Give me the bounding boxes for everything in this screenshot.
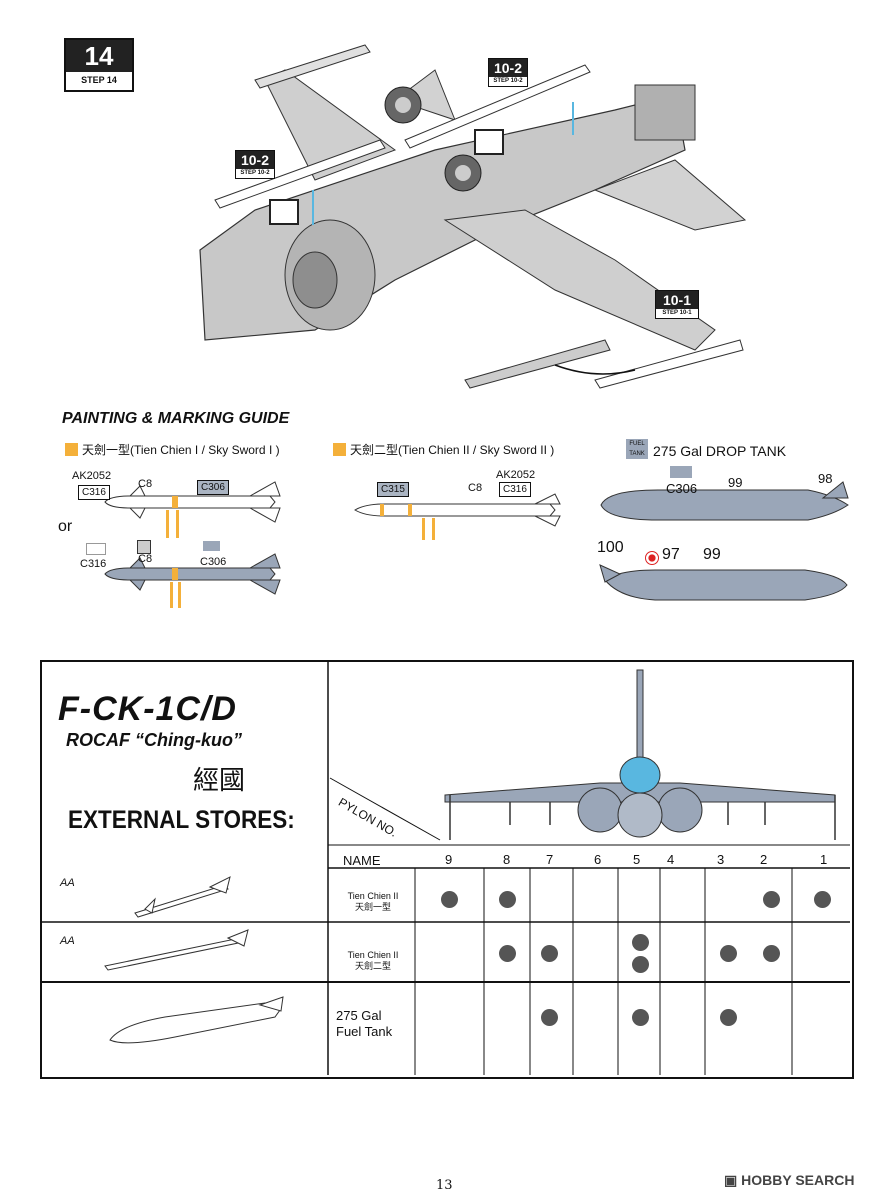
page-number: 13 [436, 1178, 453, 1193]
load-dot [541, 945, 558, 962]
row-name-fuel-tank: 275 Gal Fuel Tank [336, 1008, 392, 1040]
pylon-8-header: 8 [503, 852, 511, 867]
missile-profile-tc1-b [104, 553, 281, 608]
step-number: 14 [66, 40, 132, 72]
row-store-icon-tc2 [104, 929, 249, 971]
label-c8: C8 [468, 482, 483, 494]
callout-number: 10-2 [236, 151, 274, 169]
watermark-logo-icon: ▣ [724, 1172, 742, 1188]
legend-label: 天劍一型(Tien Chien I / Sky Sword I ) [82, 443, 280, 457]
load-dot [499, 891, 516, 908]
row-tag: AA [60, 877, 75, 889]
step-badge: 14 STEP 14 [64, 38, 134, 92]
stores-title: F-CK-1C/D [58, 690, 237, 728]
missile-profile-tc1-a [104, 481, 281, 538]
legend-tien-chien-1: 天劍一型(Tien Chien I / Sky Sword I ) [65, 441, 280, 458]
label-c316: C316 [80, 558, 107, 570]
label-c8: C8 [138, 478, 153, 490]
table-grid-lines [40, 660, 850, 1075]
watermark: ▣ HOBBY SEARCH [724, 1172, 854, 1189]
external-stores-table [40, 660, 854, 1079]
stores-heading: EXTERNAL STORES: [68, 806, 295, 834]
drop-tank-profile-top [600, 481, 849, 521]
callout-sub: STEP 10-2 [493, 78, 523, 84]
label-c316: C316 [78, 485, 110, 500]
load-dot [814, 891, 831, 908]
row-tag: AA [60, 935, 75, 947]
pylon-1-header: 1 [820, 852, 828, 867]
load-dot [441, 891, 458, 908]
legend-label: 天劍二型(Tien Chien II / Sky Sword II ) [350, 443, 555, 457]
callout-step-10-2-left: 10-2 STEP 10-2 [235, 150, 275, 179]
painting-guide-title: PAINTING & MARKING GUIDE [62, 410, 290, 427]
load-dot [763, 945, 780, 962]
row-name-line1: Tien Chien II [347, 950, 399, 960]
stores-subtitle: ROCAF “Ching-kuo” [66, 730, 242, 750]
roundel-icon [645, 551, 659, 565]
row-name-line1: Tien Chien II [347, 891, 399, 901]
load-dot [632, 934, 649, 951]
label-c8: C8 [138, 553, 153, 565]
label-99: 99 [703, 546, 721, 563]
aircraft-front-view [444, 669, 836, 840]
load-dot [720, 1009, 737, 1026]
c8-swatch-icon [137, 540, 151, 554]
label-99: 99 [728, 475, 743, 490]
label-98: 98 [818, 471, 833, 486]
load-dot [632, 1009, 649, 1026]
load-dot [541, 1009, 558, 1026]
white-swatch-icon [86, 543, 106, 555]
row-name-line2: 天劍一型 [354, 902, 391, 912]
callout-sub: STEP 10-1 [662, 310, 692, 316]
drop-tank-label: 275 Gal DROP TANK [653, 443, 787, 459]
label-97: 97 [662, 546, 680, 563]
callout-number: 10-1 [656, 291, 698, 309]
missile-profile-tc2 [354, 493, 561, 540]
load-dot [763, 891, 780, 908]
load-dot [632, 956, 649, 973]
label-c316: C316 [499, 482, 531, 497]
pylon-2-header: 2 [760, 852, 768, 867]
row-store-icon-fuel-tank [109, 996, 284, 1044]
row-store-icon-tc1 [134, 876, 231, 918]
callout-sub: STEP 10-2 [240, 170, 270, 176]
load-dot [720, 945, 737, 962]
or-label: or [58, 518, 73, 535]
pylon-4-header: 4 [667, 852, 675, 867]
label-c306: C306 [197, 480, 229, 495]
orange-swatch-icon [333, 443, 346, 456]
stores-chinese-title: 經國 [193, 766, 246, 796]
step-label: STEP 14 [81, 75, 117, 85]
callout-step-10-1: 10-1 STEP 10-1 [655, 290, 699, 319]
callout-step-10-2-top: 10-2 STEP 10-2 [488, 58, 528, 87]
row-name-tc2-a: Tien Chien II 天劍一型 [330, 891, 416, 913]
pylon-6-header: 6 [594, 852, 602, 867]
load-dot [499, 945, 516, 962]
label-c306: C306 [200, 556, 227, 568]
row-name-line2: 天劍二型 [354, 961, 391, 971]
grey-swatch-icon [203, 541, 220, 551]
orange-swatch-icon [65, 443, 78, 456]
drop-tank-profile-bottom [599, 564, 848, 601]
row-name-line1: 275 Gal [336, 1008, 382, 1023]
label-c306: C306 [666, 481, 698, 496]
name-column-header: NAME [343, 853, 381, 868]
pylon-3-header: 3 [717, 852, 725, 867]
label-100: 100 [597, 539, 624, 556]
fuel-tank-tag: FUEL TANK [626, 439, 648, 459]
row-name-tc2-b: Tien Chien II 天劍二型 [330, 950, 416, 972]
label-ak2052: AK2052 [496, 469, 536, 481]
grey-swatch-icon [670, 466, 692, 478]
row-name-line2: Fuel Tank [336, 1024, 393, 1039]
pylon-7-header: 7 [546, 852, 554, 867]
callout-number: 10-2 [489, 59, 527, 77]
watermark-text: HOBBY SEARCH [741, 1172, 855, 1188]
pylon-5-header: 5 [633, 852, 641, 867]
legend-tien-chien-2: 天劍二型(Tien Chien II / Sky Sword II ) [333, 441, 554, 458]
aircraft-assembly-illustration [199, 44, 747, 389]
pylon-9-header: 9 [445, 852, 453, 867]
label-ak2052: AK2052 [72, 470, 112, 482]
label-c315: C315 [377, 482, 409, 497]
